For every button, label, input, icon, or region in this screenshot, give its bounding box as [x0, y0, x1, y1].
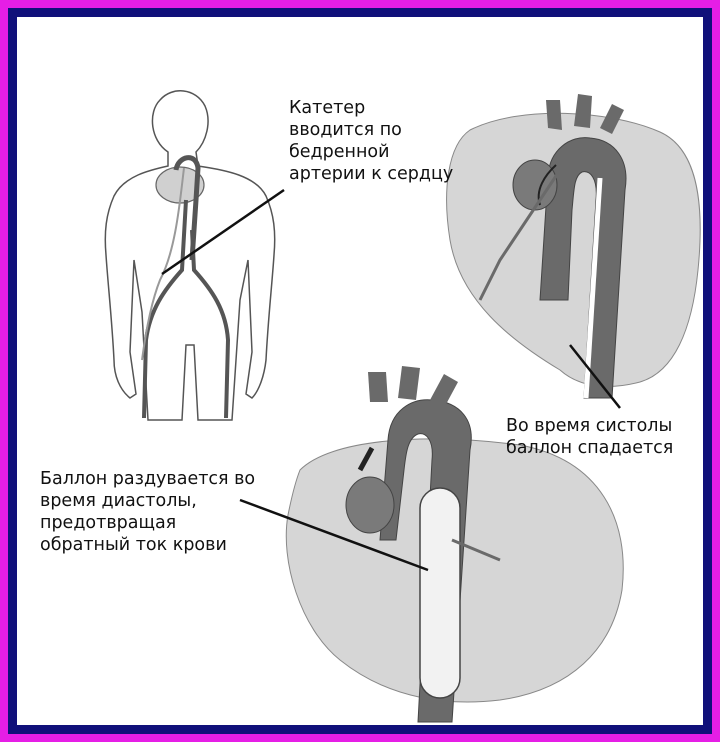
- heart-diastole-atrium: [346, 477, 394, 533]
- heart-systole-vessel-top-1: [546, 100, 562, 130]
- diastole-label-line-3: предотвращая: [40, 512, 255, 534]
- systole-label-line-1: Во время систолы: [506, 415, 673, 437]
- diastole-label-line-2: время диастолы,: [40, 490, 255, 512]
- diastole-label-line-1: Баллон раздувается во: [40, 468, 255, 490]
- diastole-label: Баллон раздувается во время диастолы, пр…: [40, 468, 255, 556]
- heart-systole-diagram: [447, 94, 701, 398]
- heart-diastole-balloon: [420, 488, 460, 698]
- catheter-label-line-4: артерии к сердцу: [289, 163, 453, 185]
- systole-label: Во время систолы баллон спадается: [506, 415, 673, 459]
- heart-diastole-vessel-top-1: [368, 372, 388, 402]
- catheter-label-line-2: вводится по: [289, 119, 453, 141]
- catheter-label: Катетер вводится по бедренной артерии к …: [289, 97, 453, 185]
- diastole-label-line-4: обратный ток крови: [40, 534, 255, 556]
- heart-diastole-vessel-top-2: [398, 366, 420, 400]
- catheter-label-line-3: бедренной: [289, 141, 453, 163]
- systole-label-line-2: баллон спадается: [506, 437, 673, 459]
- heart-systole-vessel-top-2: [574, 94, 592, 128]
- catheter-label-line-1: Катетер: [289, 97, 453, 119]
